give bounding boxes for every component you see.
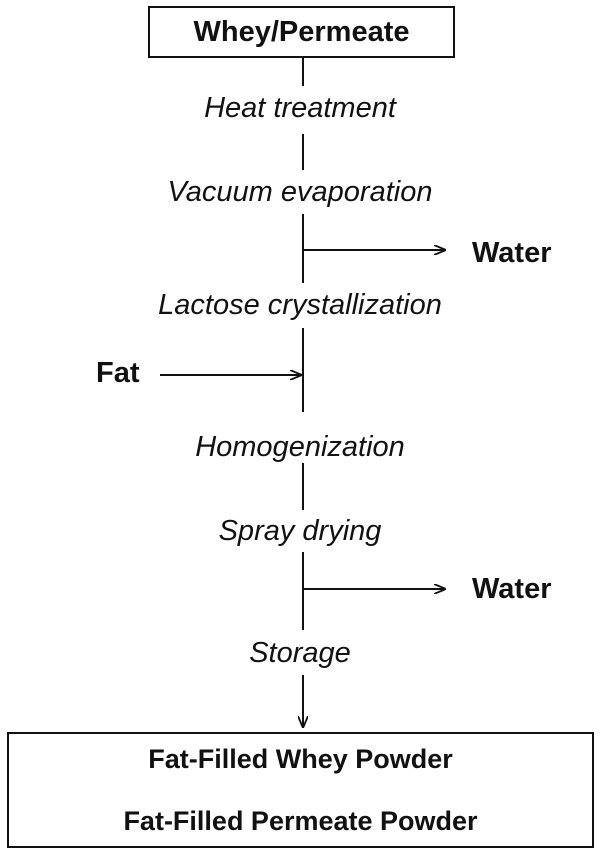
step-homogenization: Homogenization [195, 431, 405, 463]
output-line-whey-powder: Fat-Filled Whey Powder [148, 744, 453, 774]
input-box: Whey/Permeate [148, 6, 455, 58]
step-lactose-crystallization: Lactose crystallization [158, 289, 442, 321]
water-out-label-2: Water [472, 573, 552, 605]
step-heat-treatment: Heat treatment [204, 92, 396, 124]
output-box: Fat-Filled Whey Powder Fat-Filled Permea… [7, 732, 594, 848]
output-line-permeate-powder: Fat-Filled Permeate Powder [123, 806, 478, 836]
water-out-label-1: Water [472, 237, 552, 269]
fat-in-label: Fat [96, 357, 140, 389]
input-label: Whey/Permeate [193, 16, 410, 48]
step-spray-drying: Spray drying [218, 515, 382, 547]
step-vacuum-evaporation: Vacuum evaporation [167, 176, 433, 208]
step-storage: Storage [249, 637, 351, 669]
